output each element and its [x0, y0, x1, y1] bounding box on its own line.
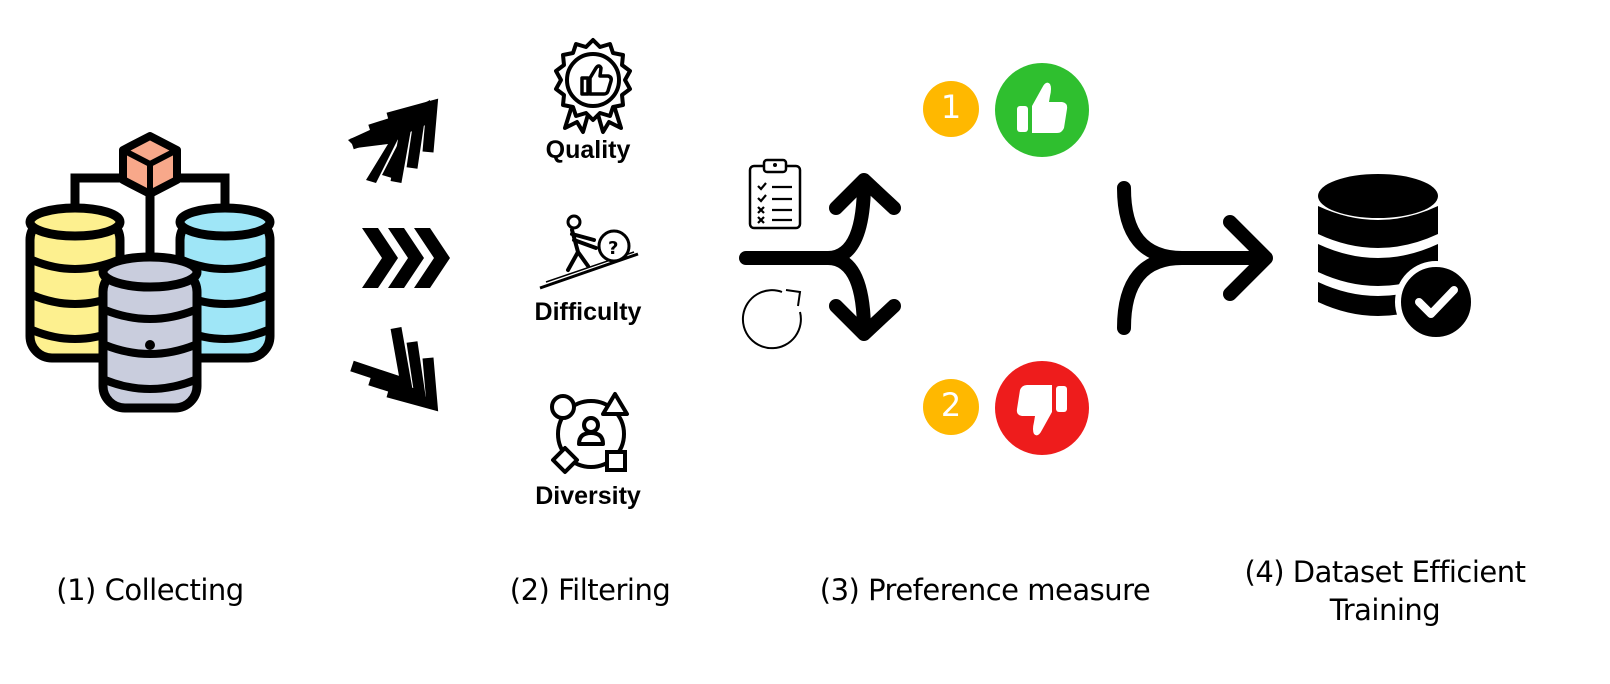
- quality-badge-icon: [554, 38, 632, 134]
- refresh-icon: [741, 289, 802, 350]
- stage-label-filtering: (2) Filtering: [509, 573, 671, 607]
- svg-text:?: ?: [608, 238, 618, 259]
- filter-label-difficulty: Difficulty: [534, 298, 642, 326]
- difficulty-push-boulder-icon: ?: [539, 214, 639, 290]
- rank-badge-1: [923, 81, 979, 137]
- split-arrow-icon: [739, 173, 901, 341]
- rank-number-2: 2: [940, 386, 962, 424]
- chevron-up-right-icon: [348, 98, 439, 183]
- database-blue-icon: [175, 203, 275, 363]
- merge-arrow-icon: [1117, 181, 1273, 335]
- thumbs-up-icon: [995, 63, 1089, 157]
- rank-number-1: 1: [940, 88, 962, 126]
- database-gray-icon: [98, 252, 202, 413]
- verified-database-icon: [1318, 174, 1477, 343]
- diversity-shapes-icon: [550, 392, 629, 474]
- collecting-databases-icon: [25, 132, 275, 413]
- stage-label-preference: (3) Preference measure: [819, 573, 1151, 607]
- rank-badge-circle: [923, 81, 979, 137]
- stage-label-training: (4) Dataset Efficient Training: [1244, 555, 1526, 627]
- filter-label-quality: Quality: [545, 136, 631, 164]
- chevron-right-icon: [362, 228, 450, 288]
- checklist-icon: [748, 158, 802, 230]
- filter-label-diversity: Diversity: [535, 482, 641, 510]
- cube-icon: [119, 132, 181, 198]
- thumbs-down-icon: [995, 361, 1089, 455]
- rank-badge-2: [923, 379, 979, 435]
- stage-label-collecting: (1) Collecting: [56, 573, 244, 607]
- chevron-down-right-icon: [350, 327, 439, 412]
